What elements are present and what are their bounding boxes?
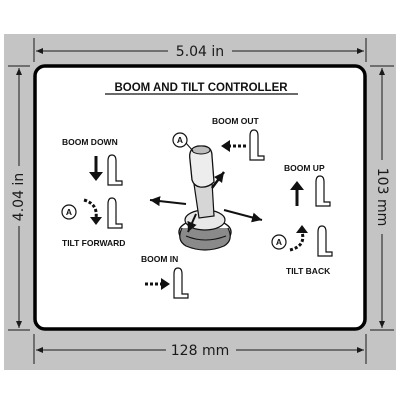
joystick-illustration: A — [149, 132, 263, 251]
marker-a-icon: A — [61, 204, 77, 220]
height-inches-label: 4.04 in — [11, 173, 27, 221]
lever-icon — [107, 154, 123, 186]
lever-icon — [173, 267, 189, 299]
width-inches-label: 5.04 in — [176, 44, 224, 60]
arrow-left-icon — [221, 140, 246, 152]
boom-up-label: BOOM UP — [284, 163, 325, 173]
height-mm-label: 103 mm — [374, 168, 390, 226]
marker-a-icon: A — [172, 132, 188, 148]
lever-icon — [315, 175, 331, 207]
left-dimension: 4.04 in — [8, 65, 30, 331]
marker-a-label: A — [66, 207, 72, 217]
arrow-right-icon — [145, 278, 170, 290]
tilt-back-group: A TILT BACK — [271, 225, 333, 276]
lever-icon — [107, 197, 123, 229]
bottom-dimension: 128 mm — [33, 334, 367, 364]
boom-in-group: BOOM IN — [141, 254, 189, 299]
marker-a-icon: A — [271, 234, 287, 250]
lever-icon — [249, 129, 265, 161]
tilt-back-label: TILT BACK — [286, 266, 331, 276]
lever-icon — [317, 225, 333, 257]
arrow-down-icon — [89, 156, 103, 181]
boom-in-label: BOOM IN — [141, 254, 178, 264]
boom-out-group: BOOM OUT — [212, 116, 265, 161]
curved-arrow-up-icon — [289, 225, 308, 252]
tilt-forward-label: TILT FORWARD — [62, 238, 125, 248]
width-mm-label: 128 mm — [171, 343, 229, 359]
arrow-up-icon — [290, 181, 304, 206]
right-dimension: 103 mm — [370, 65, 394, 331]
decal-title: BOOM AND TILT CONTROLLER — [114, 82, 288, 94]
joystick-arrow-up — [211, 171, 225, 189]
joystick-arrow-left — [149, 196, 187, 207]
marker-a-label: A — [177, 135, 183, 145]
curved-arrow-down-icon — [83, 198, 102, 225]
boom-down-group: BOOM DOWN — [62, 137, 123, 186]
joystick-arrow-down — [187, 213, 197, 233]
joystick-arrow-right — [223, 209, 263, 223]
boom-down-label: BOOM DOWN — [62, 137, 118, 147]
boom-up-group: BOOM UP — [284, 163, 331, 207]
boom-out-label: BOOM OUT — [212, 116, 260, 126]
marker-a-label: A — [276, 237, 282, 247]
tilt-forward-group: A TILT FORWARD — [61, 197, 125, 248]
top-dimension: 5.04 in — [33, 38, 367, 62]
